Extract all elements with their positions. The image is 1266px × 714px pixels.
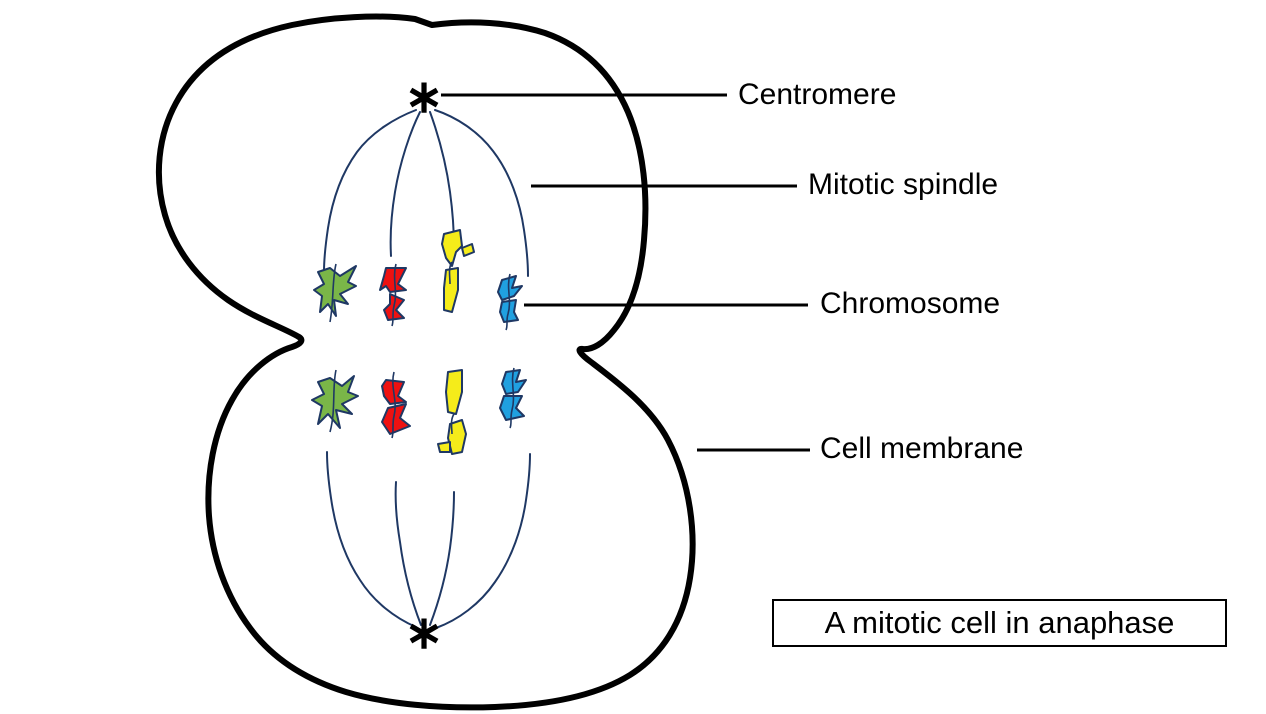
spindle-fiber-bottom-1 <box>326 451 417 628</box>
chromosome-red-bottom <box>381 371 411 439</box>
centromere-top-icon: ∗ <box>405 70 444 122</box>
chromosome-blue-top <box>497 273 523 331</box>
spindle-fiber-top-4 <box>434 109 529 277</box>
chromosome-green-bottom <box>311 369 359 433</box>
spindle-fiber-bottom-2 <box>394 481 422 626</box>
spindle-fiber-bottom-4 <box>435 453 531 629</box>
chromosome-set-top <box>313 229 523 331</box>
spindle-fiber-bottom-3 <box>429 491 455 626</box>
chromosome-set-bottom <box>311 367 527 455</box>
mitotic-spindle-fibers-bottom <box>326 451 531 629</box>
chromosome-red-top <box>379 263 407 327</box>
spindle-fiber-top-2 <box>389 111 421 257</box>
chromosome-yellow-top <box>441 229 475 313</box>
label-centromere: Centromere <box>738 78 897 111</box>
caption-text: A mitotic cell in anaphase <box>824 605 1175 640</box>
label-leader-lines <box>441 93 810 452</box>
label-mitotic-spindle: Mitotic spindle <box>808 168 999 201</box>
label-chromosome: Chromosome <box>820 287 1001 320</box>
centromere-bottom-icon: ∗ <box>405 606 444 658</box>
cell-membrane-outline <box>155 13 696 711</box>
chromosome-yellow-bottom <box>437 369 467 455</box>
spindle-fiber-top-1 <box>323 109 417 273</box>
chromosome-green-top <box>313 263 357 323</box>
caption-box: A mitotic cell in anaphase <box>772 599 1227 647</box>
chromosome-blue-bottom <box>499 367 527 429</box>
label-cell-membrane: Cell membrane <box>820 432 1024 465</box>
